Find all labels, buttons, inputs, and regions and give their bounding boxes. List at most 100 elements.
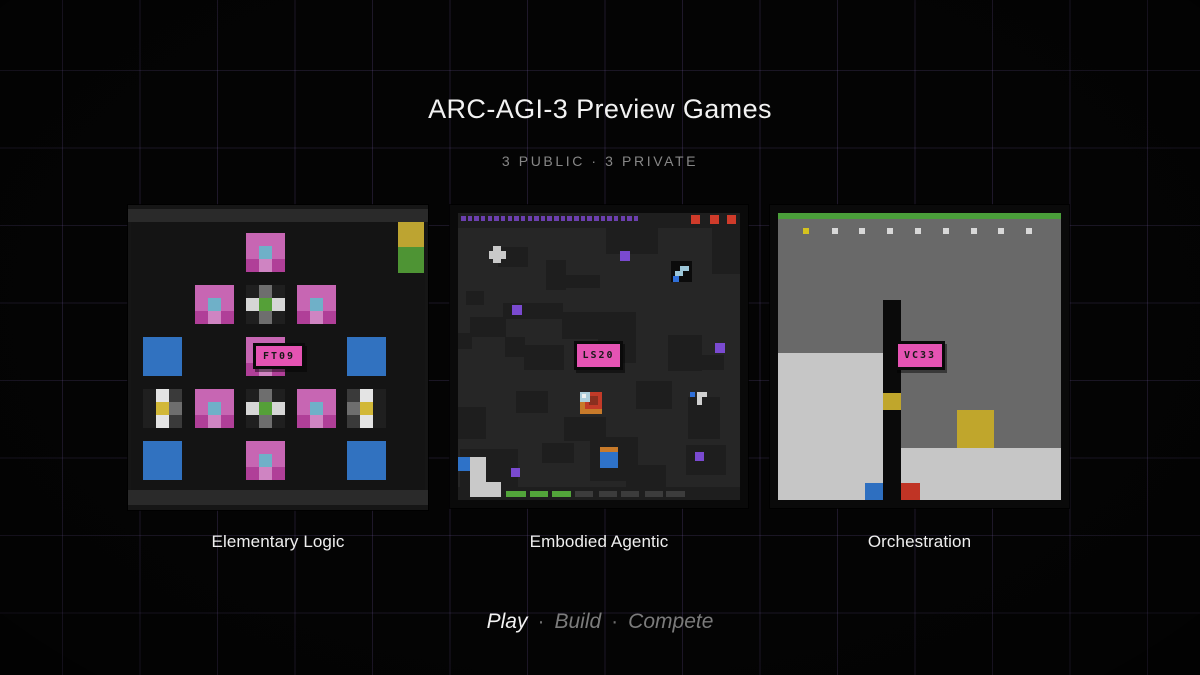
board-pixel: [259, 454, 272, 467]
board-pixel: [803, 228, 809, 234]
board-pixel: [272, 402, 285, 415]
board-pixel: [470, 457, 486, 497]
board-pixel: [347, 441, 360, 454]
board-pixel: [607, 216, 612, 221]
game-card-orchestration[interactable]: VC33: [770, 205, 1069, 508]
board-pixel: [246, 415, 259, 428]
board-pixel: [480, 216, 486, 221]
board-pixel: [695, 452, 704, 461]
board-pixel: [246, 298, 259, 311]
board-pixel: [208, 402, 221, 415]
board-pixel: [688, 397, 720, 439]
board-pixel: [169, 402, 182, 415]
board-pixel: [373, 337, 386, 350]
board-pixel: [272, 389, 285, 402]
board-pixel: [195, 389, 208, 402]
board-pixel: [246, 467, 259, 480]
board-pixel: [562, 312, 636, 339]
board-pixel: [272, 298, 285, 311]
board-pixel: [360, 441, 373, 454]
board-pixel: [259, 233, 272, 246]
board-pixel: [246, 454, 259, 467]
board-pixel: [832, 228, 838, 234]
board-pixel: [143, 441, 156, 454]
board-pixel: [712, 228, 740, 274]
board-pixel: [373, 415, 386, 428]
board-pixel: [169, 441, 182, 454]
board-pixel: [540, 216, 546, 221]
board-pixel: [620, 251, 630, 261]
board-pixel: [542, 443, 574, 463]
board-pixel: [620, 216, 626, 221]
board-pixel: [272, 285, 285, 298]
board-pixel: [915, 228, 921, 234]
board-pixel: [520, 216, 526, 221]
board-pixel: [697, 392, 707, 397]
game-card-elementary-logic[interactable]: FT09: [128, 205, 428, 510]
board-pixel: [297, 389, 310, 402]
board-pixel: [156, 363, 169, 376]
board-pixel: [195, 285, 208, 298]
board-pixel: [458, 407, 486, 439]
board-pixel: [697, 397, 702, 405]
board-pixel: [373, 454, 386, 467]
board-pixel: [691, 215, 700, 224]
board-pixel: [156, 389, 169, 402]
board-pixel: [470, 317, 506, 337]
board-pixel: [360, 402, 373, 415]
board-pixel: [971, 228, 977, 234]
board-pixel: [673, 276, 679, 282]
board-pixel: [600, 447, 618, 452]
board-pixel: [272, 467, 285, 480]
board-pixel: [297, 402, 310, 415]
board-pixel: [246, 402, 259, 415]
board-pixel: [560, 216, 566, 221]
board-pixel: [373, 389, 386, 402]
board-pixel: [1026, 228, 1032, 234]
board-pixel: [600, 452, 618, 468]
board-pixel: [398, 222, 424, 247]
board-pixel: [626, 465, 666, 489]
board-pixel: [883, 393, 901, 410]
board-pixel: [156, 350, 169, 363]
board-pixel: [574, 216, 579, 221]
board-pixel: [310, 285, 323, 298]
board-pixel: [467, 216, 473, 221]
board-pixel: [859, 228, 865, 234]
board-pixel: [554, 216, 559, 221]
board-pixel: [373, 467, 386, 480]
board-pixel: [606, 228, 658, 254]
board-pixel: [512, 305, 522, 315]
board-pixel: [208, 389, 221, 402]
board-pixel: [246, 311, 259, 324]
board-pixel: [156, 402, 169, 415]
game-board-embodied-agentic: LS20: [458, 213, 740, 500]
board-pixel: [627, 216, 632, 221]
board-pixel: [901, 483, 920, 500]
board-pixel: [297, 311, 310, 324]
board-pixel: [208, 298, 221, 311]
board-pixel: [156, 441, 169, 454]
board-pixel: [373, 441, 386, 454]
board-pixel: [360, 363, 373, 376]
game-caption-orchestration: Orchestration: [867, 532, 972, 551]
board-pixel: [169, 350, 182, 363]
board-pixel: [297, 298, 310, 311]
board-pixel: [347, 350, 360, 363]
game-board-elementary-logic: FT09: [131, 222, 425, 490]
board-pixel: [246, 233, 259, 246]
board-pixel: [582, 394, 586, 398]
board-pixel: [527, 216, 532, 221]
board-pixel: [458, 333, 472, 349]
game-card-embodied-agentic[interactable]: LS20: [450, 205, 748, 508]
board-pixel: [547, 216, 552, 221]
board-pixel: [259, 311, 272, 324]
board-pixel: [534, 216, 539, 221]
board-pixel: [128, 490, 428, 505]
board-pixel: [259, 467, 272, 480]
board-pixel: [373, 363, 386, 376]
board-pixel: [514, 216, 519, 221]
board-pixel: [156, 467, 169, 480]
board-pixel: [373, 350, 386, 363]
board-pixel: [259, 246, 272, 259]
